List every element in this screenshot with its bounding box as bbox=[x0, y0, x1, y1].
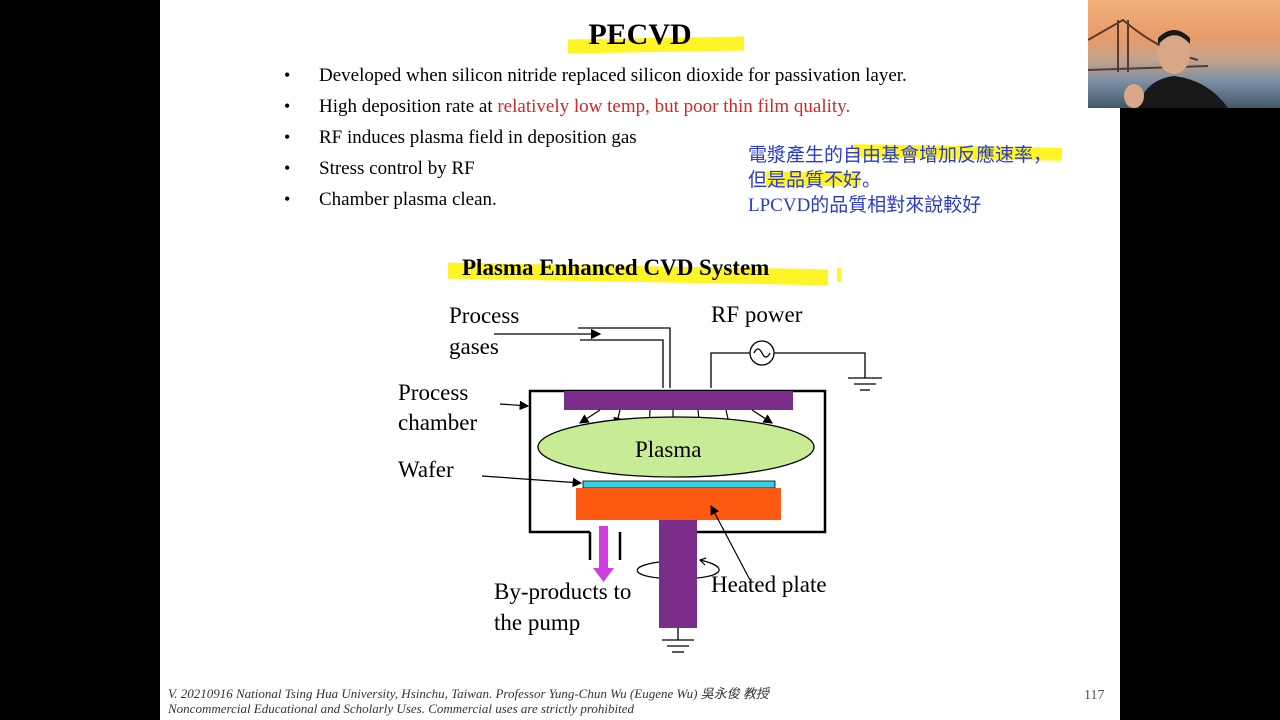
label-wafer: Wafer bbox=[398, 457, 454, 482]
rotation-arrow bbox=[636, 559, 720, 579]
footer-license: Noncommercial Educational and Scholarly … bbox=[168, 701, 635, 716]
note-highlight bbox=[766, 172, 860, 186]
bullet-marker: • bbox=[284, 158, 291, 178]
showerhead bbox=[564, 391, 793, 410]
slide: PECVD • Developed when silicon nitride r… bbox=[160, 0, 1120, 720]
annotation-note: 電漿產生的自由基會增加反應速率， bbox=[748, 145, 1053, 166]
presenter-face bbox=[1158, 34, 1190, 74]
label-process-chamber: chamber bbox=[398, 410, 478, 435]
label-plasma: Plasma bbox=[635, 437, 702, 462]
bullet-item: Stress control by RF bbox=[319, 158, 475, 180]
presenter-body bbox=[1138, 76, 1228, 108]
pump-arrow bbox=[593, 526, 614, 582]
label-byproducts: By-products to bbox=[494, 579, 632, 604]
bullet-marker: • bbox=[284, 65, 291, 85]
label-process-gases: Process bbox=[449, 303, 520, 328]
wafer bbox=[582, 480, 776, 489]
footer-credit: V. 20210916 National Tsing Hua Universit… bbox=[168, 686, 769, 701]
bullet-marker: • bbox=[284, 189, 291, 209]
rf-circuit bbox=[710, 340, 882, 391]
highlight-stroke bbox=[837, 268, 841, 282]
bullet-text: Developed when silicon nitride replaced … bbox=[319, 65, 907, 86]
bullet-marker: • bbox=[284, 96, 291, 116]
label-process-gases: gases bbox=[449, 334, 499, 359]
bullet-item: RF induces plasma field in deposition ga… bbox=[319, 127, 637, 149]
webcam-scene bbox=[1088, 18, 1228, 108]
bullet-text: Chamber plasma clean. bbox=[319, 189, 497, 210]
label-byproducts: the pump bbox=[494, 610, 581, 635]
bullet-marker: • bbox=[284, 127, 291, 147]
annotation-note: 但是品質不好。 bbox=[748, 170, 882, 191]
bullet-item: Chamber plasma clean. bbox=[319, 189, 497, 211]
label-heated-plate: Heated plate bbox=[711, 572, 827, 597]
bullet-item: High deposition rate at relatively low t… bbox=[319, 96, 850, 118]
bullet-text: High deposition rate at bbox=[319, 96, 498, 117]
bullet-item: Developed when silicon nitride replaced … bbox=[319, 65, 907, 87]
label-rf-power: RF power bbox=[711, 302, 803, 327]
heated-plate bbox=[576, 488, 781, 520]
webcam-video bbox=[1088, 0, 1280, 108]
bullet-text: RF induces plasma field in deposition ga… bbox=[319, 127, 637, 148]
heater-shaft bbox=[659, 520, 697, 628]
bullet-emphasis-text: relatively low temp, but poor thin film … bbox=[497, 96, 851, 117]
pecvd-diagram bbox=[481, 327, 882, 653]
page-number: 117 bbox=[1084, 688, 1105, 703]
gas-inlet-lines bbox=[494, 327, 671, 388]
slide-title: PECVD bbox=[588, 18, 692, 51]
bullet-text: Stress control by RF bbox=[319, 158, 475, 179]
annotation-note: LPCVD的品質相對來說較好 bbox=[748, 195, 982, 216]
label-process-chamber: Process bbox=[398, 380, 469, 405]
diagram-title: Plasma Enhanced CVD System bbox=[462, 255, 770, 280]
plasma bbox=[537, 416, 815, 478]
